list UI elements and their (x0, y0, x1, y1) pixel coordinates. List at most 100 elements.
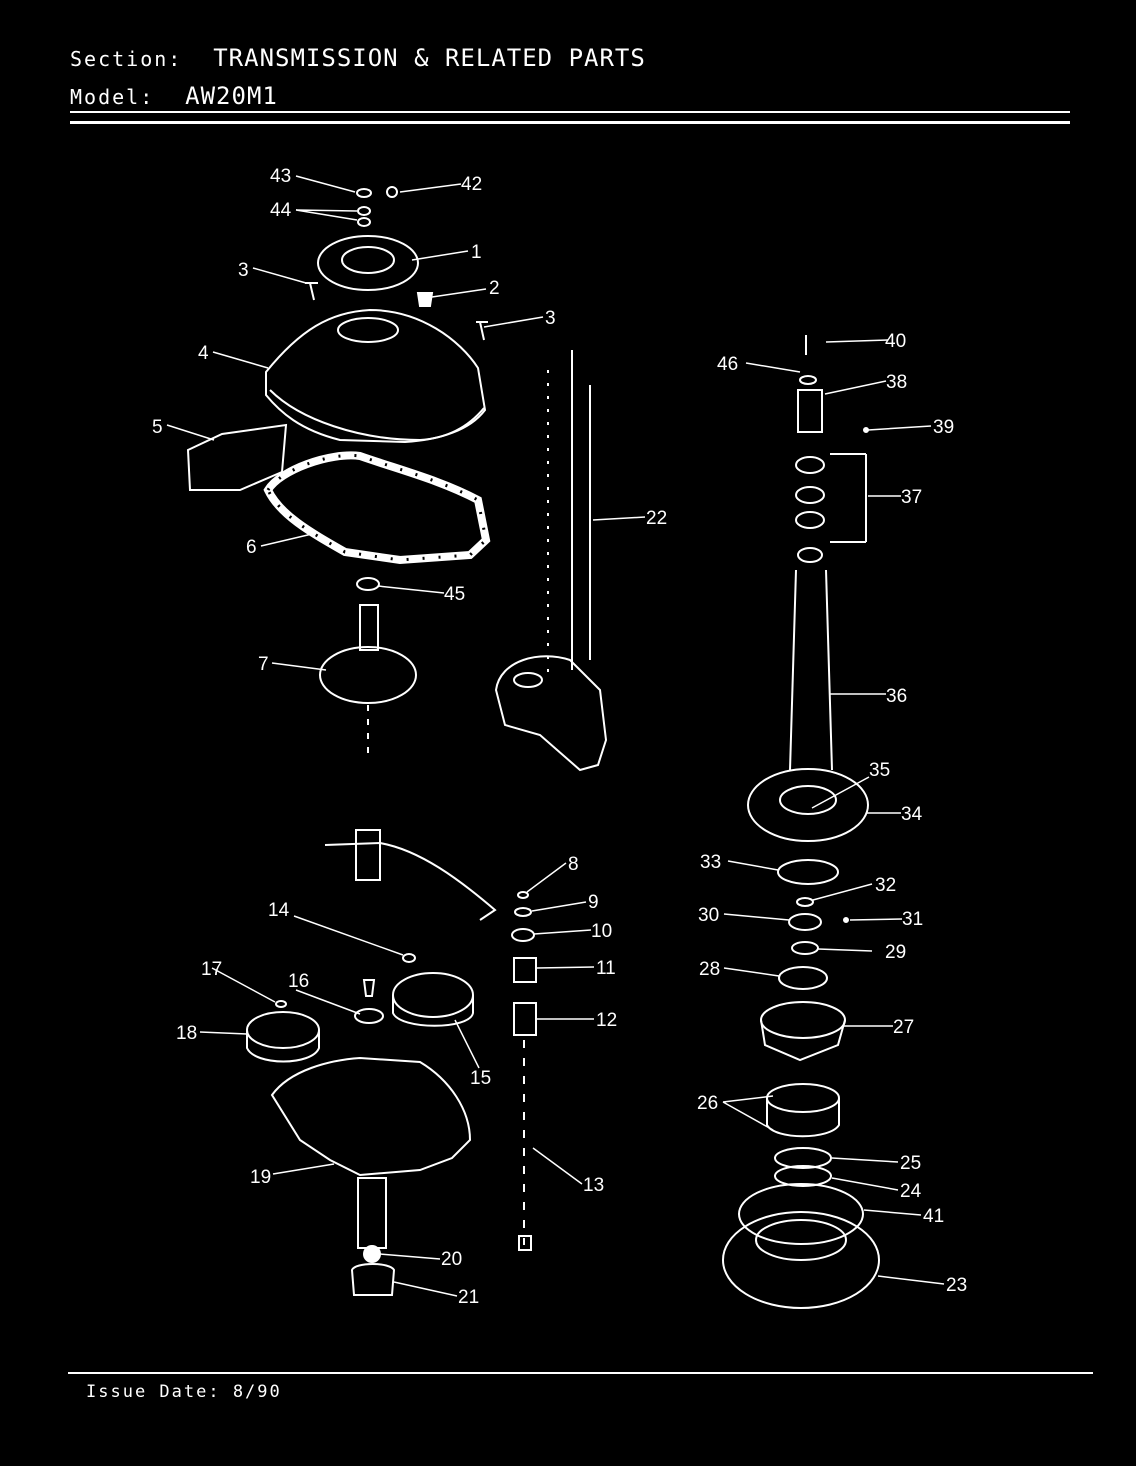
part-37d (797, 547, 823, 563)
callout-25: 25 (900, 1153, 921, 1174)
parts-drawing (186, 186, 880, 1309)
part-44b (357, 217, 371, 227)
part-35 (779, 785, 837, 815)
part-26-top (766, 1083, 840, 1113)
part-32 (796, 897, 814, 907)
model-value: AW20M1 (185, 82, 278, 110)
part-21 (350, 1263, 396, 1296)
callout-13: 13 (583, 1175, 604, 1196)
callout-3-right: 3 (545, 308, 556, 329)
part-9 (514, 907, 532, 917)
part-18-top (246, 1011, 320, 1049)
model-key: Model: (70, 85, 155, 109)
callout-28: 28 (699, 959, 720, 980)
part-28 (778, 966, 828, 990)
part-45 (356, 577, 380, 591)
callout-3-left: 3 (238, 260, 249, 281)
part-30 (788, 913, 822, 931)
callout-41: 41 (923, 1206, 944, 1227)
part-44a (357, 206, 371, 216)
part-16 (354, 1008, 384, 1024)
callout-23: 23 (946, 1275, 967, 1296)
part-8 (517, 891, 529, 899)
callout-19: 19 (250, 1167, 271, 1188)
callout-44: 44 (270, 200, 292, 221)
part-19-housing (270, 1056, 472, 1177)
part-26-body (766, 1098, 840, 1138)
part-37-bracket (830, 453, 867, 543)
section-value: TRANSMISSION & RELATED PARTS (213, 44, 646, 72)
part-4-cover (265, 308, 487, 444)
callout-24: 24 (900, 1181, 922, 1202)
part-7-flange (319, 646, 417, 704)
callout-46: 46 (717, 354, 738, 375)
callout-17: 17 (201, 959, 222, 980)
section-title: Section: TRANSMISSION & RELATED PARTS (70, 44, 646, 72)
callout-38: 38 (886, 372, 907, 393)
callout-10: 10 (591, 921, 612, 942)
callout-5: 5 (152, 417, 163, 438)
callout-39: 39 (933, 417, 954, 438)
part-11 (513, 957, 537, 983)
part-6-gasket (263, 451, 491, 565)
issue-date: Issue Date: 8/90 (86, 1382, 282, 1402)
part-38 (797, 389, 823, 433)
part-8-hub (355, 829, 381, 881)
callout-6: 6 (246, 537, 257, 558)
part-37a (795, 456, 825, 474)
part-29 (791, 941, 819, 955)
part-33 (777, 859, 839, 885)
part-41 (738, 1183, 864, 1245)
part-24 (774, 1165, 832, 1187)
callout-12: 12 (596, 1010, 617, 1031)
callout-37: 37 (901, 487, 922, 508)
part-14 (402, 953, 416, 963)
part-3-left (305, 282, 318, 301)
part-10 (511, 928, 535, 942)
callout-40: 40 (885, 331, 906, 352)
part-12 (513, 1002, 537, 1036)
callout-45: 45 (444, 584, 465, 605)
part-1-inner (341, 246, 395, 274)
part-25 (774, 1147, 832, 1169)
callout-30: 30 (698, 905, 719, 926)
part-42 (386, 186, 398, 198)
callout-29: 29 (885, 942, 906, 963)
part-15-side (392, 995, 474, 1027)
footer-rule (68, 1372, 1093, 1374)
callout-18: 18 (176, 1023, 197, 1044)
part-37c (795, 511, 825, 529)
part-31 (843, 917, 849, 923)
part-27-top (760, 1001, 846, 1039)
part-3-right (476, 321, 488, 341)
part-43 (356, 188, 372, 198)
callout-16: 16 (288, 971, 309, 992)
callout-35: 35 (869, 760, 890, 781)
part-39 (863, 427, 869, 433)
part-20 (363, 1245, 381, 1263)
callout-7: 7 (258, 654, 269, 675)
part-13-tip (518, 1235, 532, 1251)
callout-26: 26 (697, 1093, 718, 1114)
callout-31: 31 (902, 909, 923, 930)
part-2 (416, 292, 434, 307)
callout-22: 22 (646, 508, 667, 529)
callout-42: 42 (461, 174, 482, 195)
callout-1: 1 (471, 242, 482, 263)
part-27-body (760, 1019, 846, 1062)
part-22-crank (494, 655, 608, 772)
callout-labels: 43 42 44 1 3 2 3 4 5 22 6 45 7 40 46 38 … (152, 166, 967, 1308)
header-rule-thick (70, 121, 1070, 124)
part-36-tube (789, 569, 833, 771)
leader-lines (166, 175, 945, 1297)
part-34-flange (747, 768, 869, 842)
callout-8: 8 (568, 854, 579, 875)
callout-36: 36 (886, 686, 907, 707)
callout-27: 27 (893, 1017, 914, 1038)
part-46 (799, 375, 817, 385)
section-key: Section: (70, 47, 183, 71)
part-22-shaft (571, 350, 591, 670)
callout-32: 32 (875, 875, 896, 896)
part-19-shaft (357, 1177, 387, 1249)
